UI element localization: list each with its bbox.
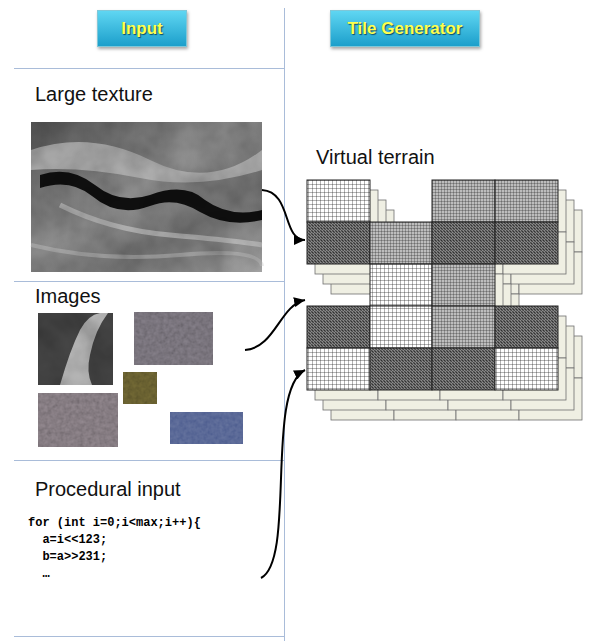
section-divider	[14, 281, 284, 282]
code-line: …	[28, 566, 261, 583]
texture-ground	[31, 122, 262, 272]
code-line: a=i<<123;	[28, 532, 261, 549]
code-line: for (int i=0;i<max;i++){	[28, 515, 261, 532]
image-noise	[170, 412, 243, 444]
section-heading: Large texture	[35, 83, 153, 106]
section-divider	[14, 460, 284, 461]
terrain-tile	[432, 180, 495, 222]
section-band: Large texture	[14, 70, 262, 278]
image-noise	[38, 393, 118, 447]
image-noise	[38, 313, 113, 385]
image-thumb	[170, 412, 243, 444]
terrain-tile	[307, 180, 370, 222]
terrain-tile	[432, 348, 495, 390]
terrain-tile	[370, 306, 432, 348]
image-thumb	[134, 312, 213, 365]
texture-noise	[31, 122, 262, 272]
large-texture-image	[31, 122, 262, 272]
terrain-tile	[307, 348, 370, 390]
header-label: Tile Generator	[342, 19, 469, 39]
terrain-heading: Virtual terrain	[316, 146, 435, 169]
terrain-tile	[432, 222, 495, 264]
terrain-tile	[307, 222, 370, 264]
terrain-tile	[495, 222, 558, 264]
image-noise	[123, 372, 157, 404]
terrain-tile	[495, 180, 558, 222]
column-divider	[284, 8, 285, 641]
section-band: Images	[14, 283, 245, 458]
curved-arrow	[262, 190, 305, 240]
terrain-tile	[432, 306, 495, 348]
header-box: Tile Generator	[330, 10, 480, 47]
image-thumbnails	[38, 312, 243, 447]
image-thumb	[38, 313, 113, 385]
image-noise	[134, 312, 213, 365]
header-box: Input	[97, 10, 187, 47]
terrain-tile	[370, 348, 432, 390]
image-thumb	[123, 372, 157, 404]
terrain-tile	[370, 222, 432, 264]
section-divider	[14, 636, 284, 637]
image-thumb	[38, 393, 118, 447]
section-heading: Procedural input	[35, 478, 181, 501]
terrain-tile	[495, 306, 558, 348]
terrain-tile	[370, 264, 432, 306]
header-label: Input	[115, 19, 169, 39]
code-line: b=a>>231;	[28, 549, 261, 566]
terrain-tile	[307, 306, 370, 348]
section-band: Procedural input for (int i=0;i<max;i++){…	[14, 462, 261, 632]
terrain-tile	[495, 348, 558, 390]
terrain-tiles	[307, 180, 582, 420]
curved-arrow	[245, 300, 305, 350]
section-divider	[14, 68, 284, 69]
terrain-tile	[432, 264, 495, 306]
terrain-group: Virtual terrain	[305, 140, 580, 430]
section-heading: Images	[35, 285, 101, 308]
curved-arrow	[261, 370, 305, 578]
code-block: for (int i=0;i<max;i++){a=i<<123;b=a>>23…	[28, 515, 261, 583]
